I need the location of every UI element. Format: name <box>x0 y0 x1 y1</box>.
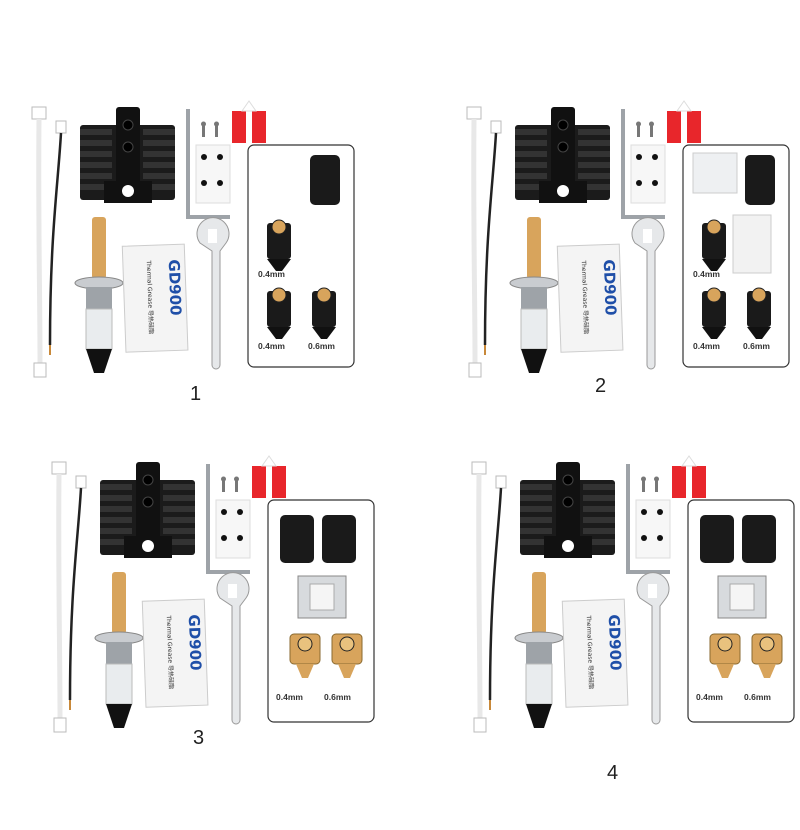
thermal-paste-packet: GD900 Thermal Grease 导热硅脂 <box>141 598 209 708</box>
gift-icon <box>672 455 706 498</box>
nozzle-0.6-icon <box>312 287 336 339</box>
panel-number-2: 2 <box>595 375 607 397</box>
heatsink-block <box>515 107 610 203</box>
thermal-paste-packet: GD900 Thermal Grease 导热硅脂 <box>556 243 624 353</box>
silicone-sock-icon <box>280 515 314 563</box>
silicone-sock-icon <box>322 515 356 563</box>
paste-brand: GD900 <box>605 614 625 671</box>
nozzle-size-label: 0.6mm <box>324 692 351 702</box>
hotend-assembly <box>514 572 564 728</box>
hotend-assembly <box>74 217 124 373</box>
thermistor-wire <box>471 461 507 733</box>
nozzle-0.4-icon <box>267 287 291 339</box>
accessory-box: 0.4mm 0.4mm 0.6mm <box>682 144 790 368</box>
panel-number-1: 1 <box>190 383 202 405</box>
nozzle-size-label: 0.4mm <box>693 341 720 351</box>
nozzle-size-label: 0.6mm <box>743 341 770 351</box>
nozzle-size-label: 0.6mm <box>744 692 771 702</box>
nozzle-size-label: 0.4mm <box>276 692 303 702</box>
nozzle-size-label: 0.4mm <box>693 269 720 279</box>
paste-subtext: Thermal Grease 导热硅脂 <box>585 614 596 689</box>
kit-panel-4: GD900 Thermal Grease 导热硅脂 0.4mm 0.6mm <box>460 450 800 830</box>
hotend-assembly <box>509 217 559 373</box>
nozzle-0.4-icon <box>702 287 726 339</box>
tools-set <box>206 464 251 725</box>
tools-set <box>186 109 231 370</box>
nozzle-size-label: 0.4mm <box>696 692 723 702</box>
silicone-sock-icon <box>745 155 775 205</box>
paste-brand: GD900 <box>600 259 620 316</box>
thermistor-wire <box>51 461 87 733</box>
thermistor-wire <box>31 106 67 378</box>
nozzle-size-label: 0.6mm <box>308 341 335 351</box>
accessory-box: 0.4mm 0.6mm <box>687 499 795 723</box>
paste-subtext: Thermal Grease 导热硅脂 <box>165 614 176 689</box>
hotend-assembly <box>94 572 144 728</box>
heatsink-block <box>100 462 195 558</box>
panel-number-3: 3 <box>193 727 205 749</box>
panel-number-4: 4 <box>607 762 619 784</box>
accessory-box: 0.4mm 0.6mm <box>267 499 375 723</box>
paste-subtext: Thermal Grease 导热硅脂 <box>145 259 156 334</box>
kit-illustration: GD900 Thermal Grease 导热硅脂 0.4mm 0.4mm 0.6mm <box>31 100 355 378</box>
paste-pack-icon <box>732 214 772 274</box>
kit-panel-2: GD900 Thermal Grease 导热硅脂 0.4mm 0.4mm 0.6mm <box>455 95 795 475</box>
gift-icon <box>252 455 286 498</box>
nozzle-size-label: 0.4mm <box>258 269 285 279</box>
screw-pack-icon <box>692 152 738 194</box>
silicone-sock-icon <box>742 515 776 563</box>
paste-subtext: Thermal Grease 导热硅脂 <box>580 259 591 334</box>
nozzle-0.6-icon <box>747 287 771 339</box>
accessory-box: 0.4mm 0.4mm 0.6mm <box>247 144 355 368</box>
kit-panel-3: GD900 Thermal Grease 导热硅脂 0.4mm 0.6mm <box>40 450 380 830</box>
thermistor-wire <box>466 106 502 378</box>
kit-illustration: GD900 Thermal Grease 导热硅脂 0.4mm 0.4mm 0.6mm <box>466 100 790 378</box>
tools-set <box>621 109 666 370</box>
tools-set <box>626 464 671 725</box>
heatsink-block <box>520 462 615 558</box>
nozzle-0.4-icon <box>289 633 321 678</box>
gift-icon <box>667 100 701 143</box>
nozzle-0.6-icon <box>751 633 783 678</box>
paste-brand: GD900 <box>185 614 205 671</box>
nozzle-0.4-icon <box>709 633 741 678</box>
thermal-paste-packet: GD900 Thermal Grease 导热硅脂 <box>561 598 629 708</box>
thermal-paste-packet: GD900 Thermal Grease 导热硅脂 <box>121 243 189 353</box>
kit-illustration: GD900 Thermal Grease 导热硅脂 0.4mm 0.6mm <box>471 455 795 733</box>
nozzle-0.6-icon <box>331 633 363 678</box>
silicone-sock-icon <box>700 515 734 563</box>
nozzle-0.4-icon <box>702 219 726 271</box>
paste-brand: GD900 <box>165 259 185 316</box>
kit-panel-1: GD900 Thermal Grease 导热硅脂 0.4mm 0.4mm 0.6mm <box>20 95 360 475</box>
silicone-sock-icon <box>310 155 340 205</box>
gift-icon <box>232 100 266 143</box>
heatsink-block <box>80 107 175 203</box>
kit-illustration: GD900 Thermal Grease 导热硅脂 0.4mm 0.6mm <box>51 455 375 733</box>
nozzle-0.4-icon <box>267 219 291 271</box>
nozzle-size-label: 0.4mm <box>258 341 285 351</box>
